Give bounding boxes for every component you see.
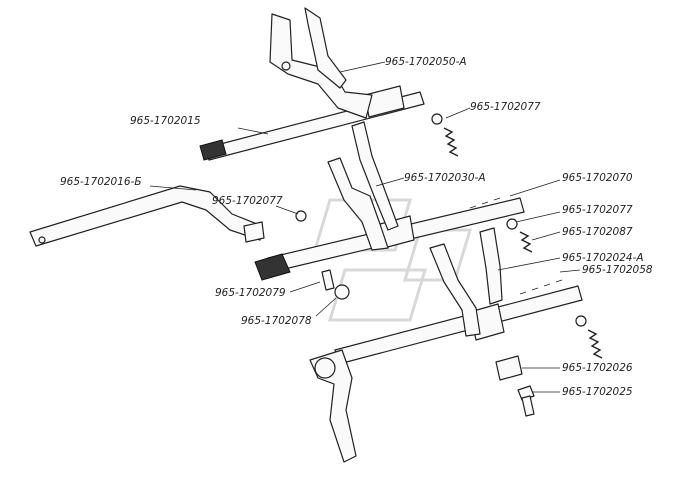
lock-bolt [517, 385, 535, 417]
shift-rod-top [199, 85, 425, 161]
shift-fork-middle [327, 121, 399, 251]
detent-spring-top [443, 127, 459, 157]
shift-rod-left [29, 185, 265, 247]
label-965-1702070: 965-1702070 [562, 172, 633, 184]
lock-plate [495, 355, 523, 381]
label-965-1702087: 965-1702087 [562, 226, 633, 238]
label-965-1702077-left: 965-1702077 [212, 195, 283, 207]
label-965-1702016-b: 965-1702016-Б [60, 176, 142, 188]
detent-ball-left [295, 210, 307, 222]
label-965-1702024-a: 965-1702024-А [562, 252, 644, 264]
label-965-1702030-a: 965-1702030-А [404, 172, 486, 184]
label-965-1702077-right: 965-1702077 [562, 204, 633, 216]
interlock-pin [321, 269, 335, 291]
detent-ball-right [506, 218, 518, 230]
detent-spring-right [519, 231, 533, 253]
label-965-1702078: 965-1702078 [241, 315, 312, 327]
label-965-1702026: 965-1702026 [562, 362, 633, 374]
shift-lever-bottom [309, 349, 357, 463]
shift-fork-top [269, 7, 373, 119]
detent-ball-bottom [575, 315, 587, 327]
label-965-1702058: 965-1702058 [582, 264, 653, 276]
label-965-1702025: 965-1702025 [562, 386, 633, 398]
label-965-1702077-top: 965-1702077 [470, 101, 541, 113]
label-965-1702015: 965-1702015 [130, 115, 201, 127]
shift-fork-bottom [429, 227, 503, 337]
label-965-1702079: 965-1702079 [215, 287, 286, 299]
label-965-1702050-a: 965-1702050-А [385, 56, 467, 68]
interlock-plug [334, 284, 350, 300]
detent-ball-top [431, 113, 443, 125]
leader-lines [149, 61, 581, 393]
detent-spring-bottom [587, 329, 603, 359]
shift-rod-middle [254, 197, 525, 281]
